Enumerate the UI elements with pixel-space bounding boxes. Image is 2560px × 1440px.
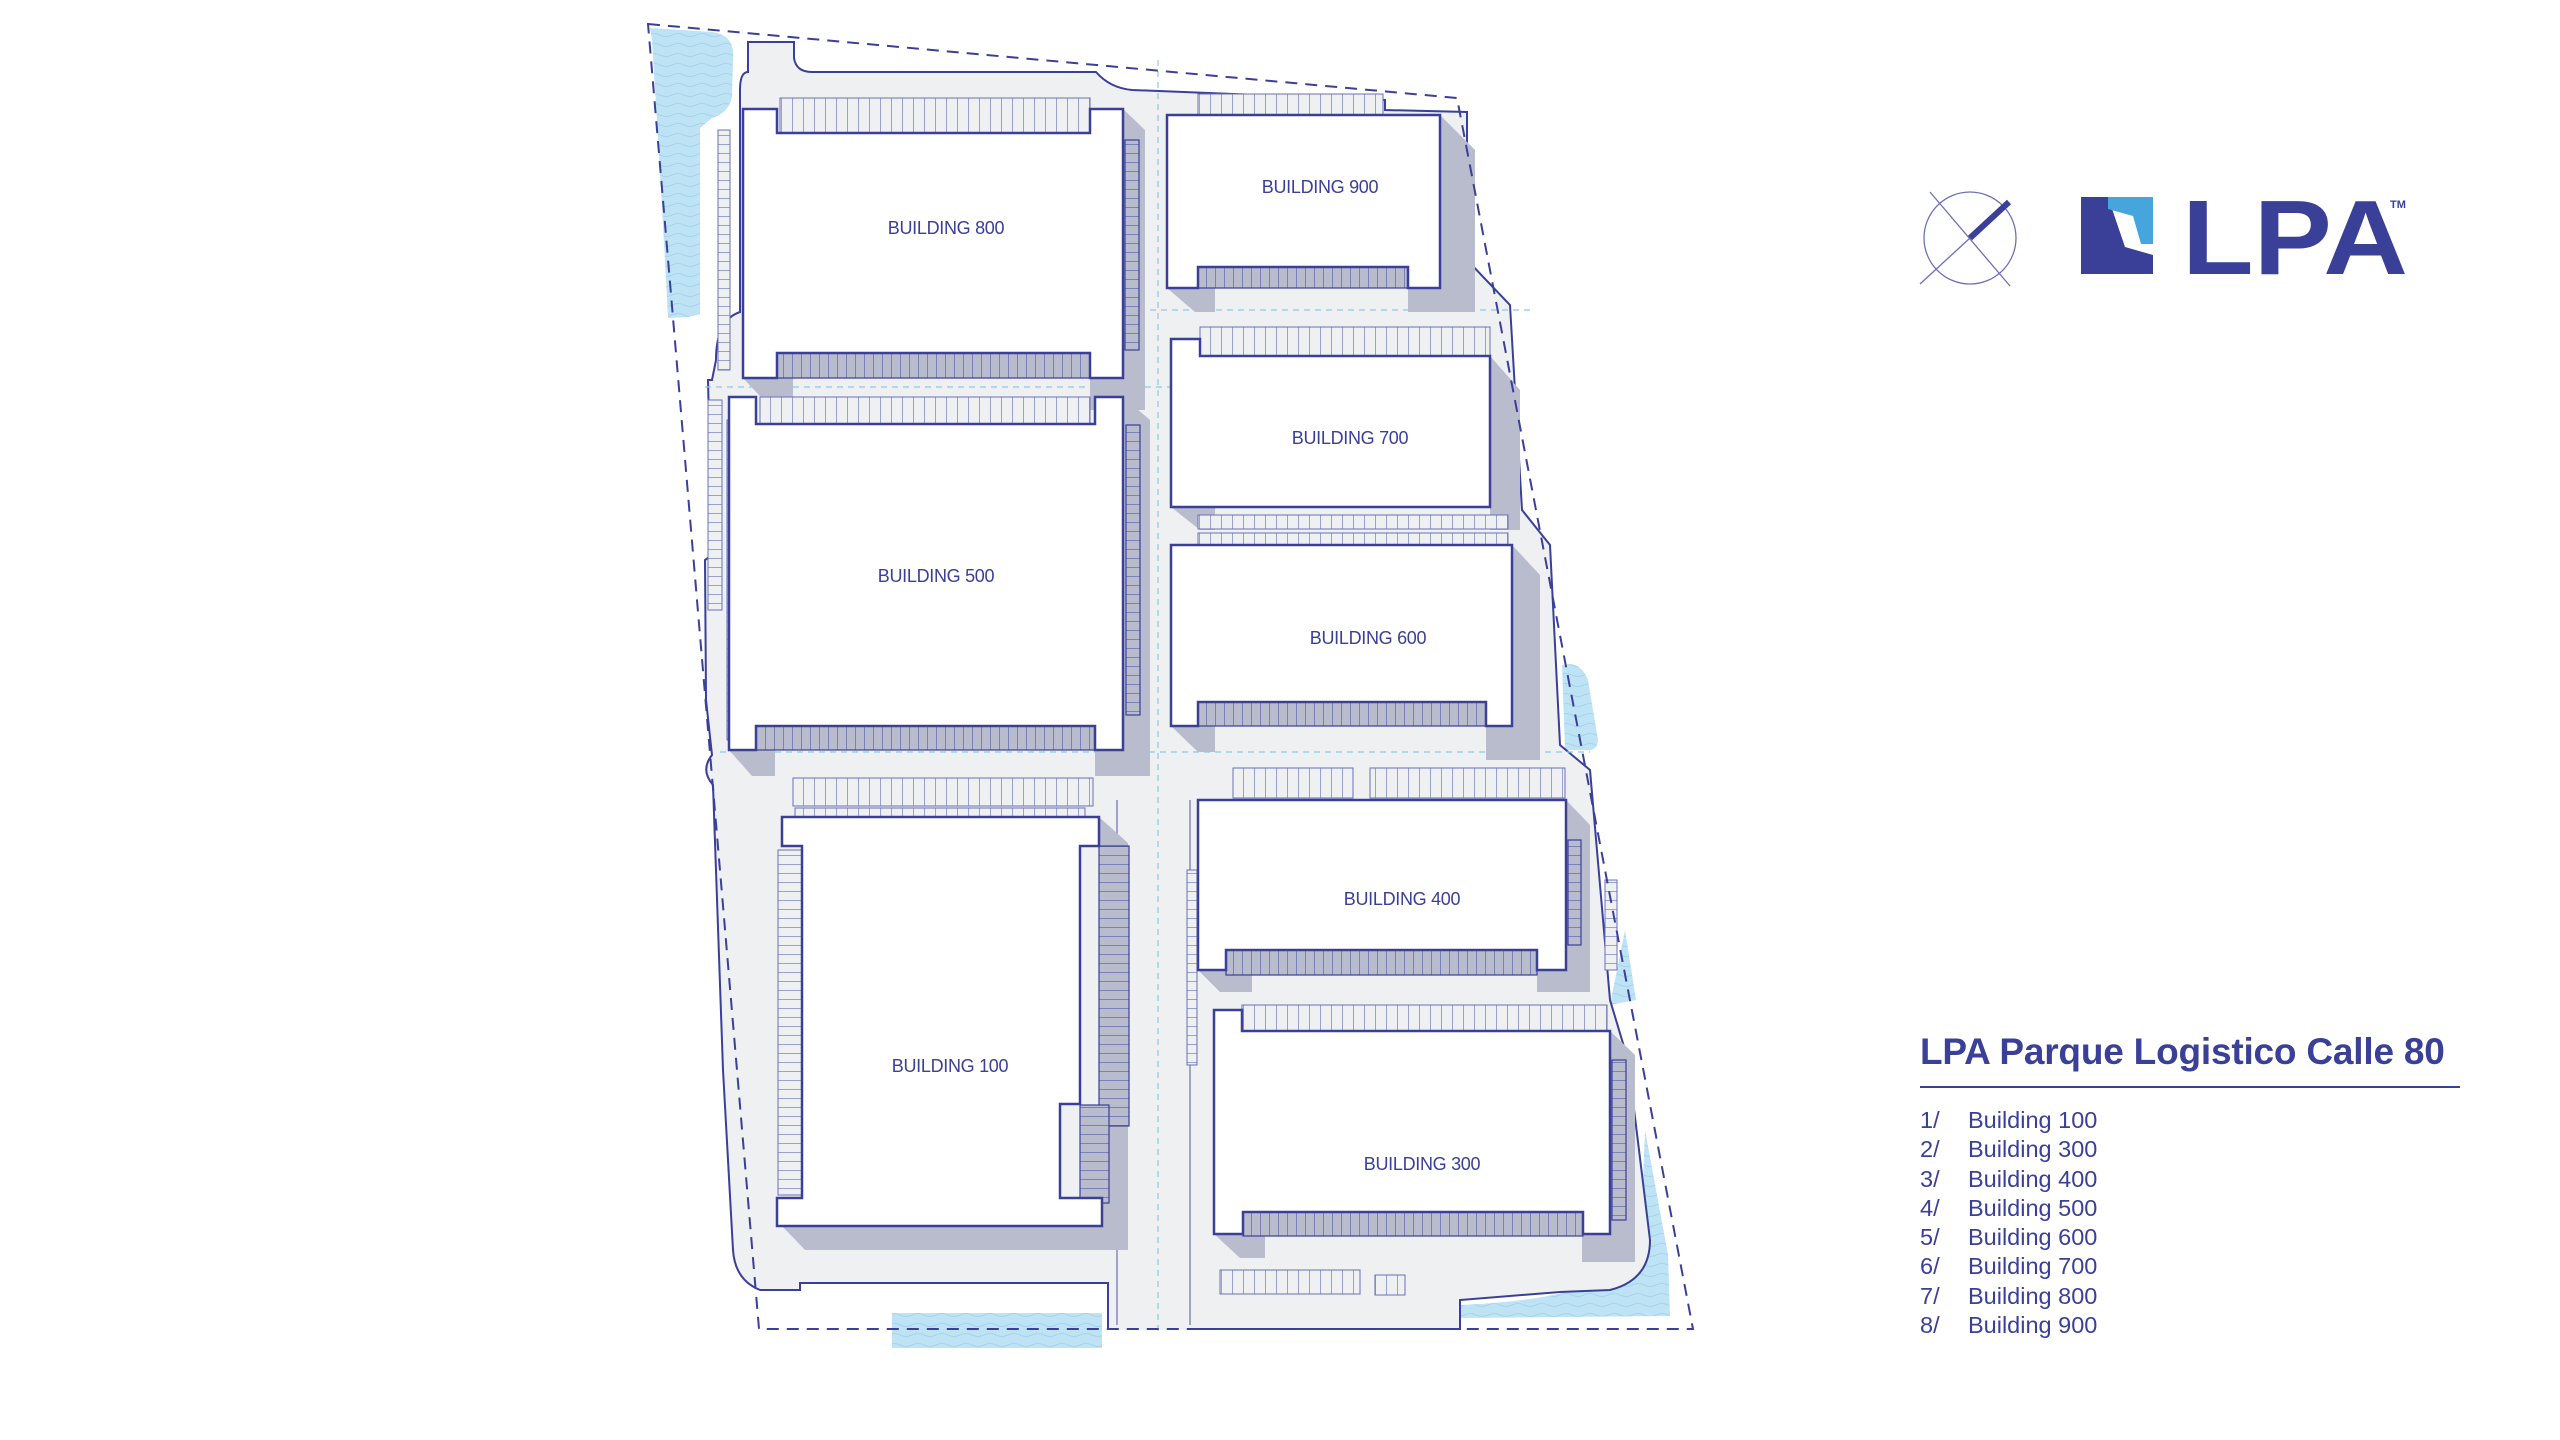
building-label-400: BUILDING 400: [1344, 889, 1461, 909]
legend-item-number: 7/: [1920, 1282, 1940, 1309]
building-600-footprint[interactable]: [1169, 543, 1514, 728]
building-800-footprint[interactable]: [741, 107, 1125, 380]
legend-item-number: 3/: [1920, 1165, 1940, 1192]
legend-item[interactable]: 4/Building 500: [1920, 1194, 2465, 1223]
legend-item[interactable]: 7/Building 800: [1920, 1282, 2465, 1311]
legend-item-number: 4/: [1920, 1194, 1940, 1221]
legend-panel: LPA Parque Logistico Calle 80 1/Building…: [1920, 1032, 2465, 1340]
legend-title: LPA Parque Logistico Calle 80: [1920, 1031, 2445, 1072]
building-label-700: BUILDING 700: [1292, 428, 1409, 448]
legend-item-number: 1/: [1920, 1107, 1940, 1133]
legend-item-name: Building 500: [1968, 1194, 2098, 1221]
property-boundary: [646, 22, 1695, 1330]
legend-item-number: 6/: [1920, 1253, 1940, 1280]
legend-item[interactable]: 2/Building 300: [1920, 1135, 2465, 1164]
building-900-footprint[interactable]: [1165, 113, 1442, 290]
building-700-footprint[interactable]: [1169, 337, 1492, 509]
building-label-100: BUILDING 100: [892, 1056, 1009, 1076]
legend-item[interactable]: 1/Building 100: [1920, 1106, 2465, 1135]
building-300-footprint[interactable]: [1212, 1008, 1612, 1236]
legend-item[interactable]: 5/Building 600: [1920, 1223, 2465, 1252]
building-labels: BUILDING 800 BUILDING 500 BUILDING 900 B…: [878, 177, 1481, 1174]
legend-item-name: Building 100: [1968, 1107, 2098, 1133]
building-400-footprint[interactable]: [1196, 798, 1568, 972]
legend-item-name: Building 800: [1968, 1282, 2098, 1309]
legend-item[interactable]: 8/Building 900: [1920, 1311, 2465, 1340]
building-100-footprint[interactable]: [775, 815, 1104, 1228]
brand-wordmark: LPA: [2182, 190, 2408, 280]
north-arrow-compass-icon: [1919, 191, 2017, 287]
lpa-logo-mark-icon: [2081, 197, 2153, 274]
building-label-800: BUILDING 800: [888, 218, 1005, 238]
legend-item-number: 8/: [1920, 1312, 1940, 1339]
legend-item-name: Building 600: [1968, 1224, 2098, 1251]
legend-list: 1/Building 100 2/Building 300 3/Building…: [1920, 1106, 2465, 1340]
legend-divider: [1920, 1086, 2460, 1088]
legend-item-name: Building 300: [1968, 1136, 2098, 1163]
legend-item-name: Building 400: [1968, 1165, 2098, 1192]
central-road: [705, 60, 1590, 1335]
legend-item-name: Building 900: [1968, 1312, 2098, 1339]
building-label-500: BUILDING 500: [878, 566, 995, 586]
legend-item-number: 5/: [1920, 1224, 1940, 1251]
buildings: [727, 107, 1612, 1236]
legend-item-name: Building 700: [1968, 1253, 2098, 1280]
brand-trademark: TM: [2390, 199, 2406, 211]
building-label-600: BUILDING 600: [1310, 628, 1427, 648]
lpa-logo: LPA TM: [2081, 190, 2408, 280]
building-label-300: BUILDING 300: [1364, 1154, 1481, 1174]
building-label-900: BUILDING 900: [1262, 177, 1379, 197]
legend-item[interactable]: 3/Building 400: [1920, 1165, 2465, 1194]
building-500-footprint[interactable]: [727, 395, 1125, 752]
legend-item[interactable]: 6/Building 700: [1920, 1252, 2465, 1281]
legend-item-number: 2/: [1920, 1136, 1940, 1163]
